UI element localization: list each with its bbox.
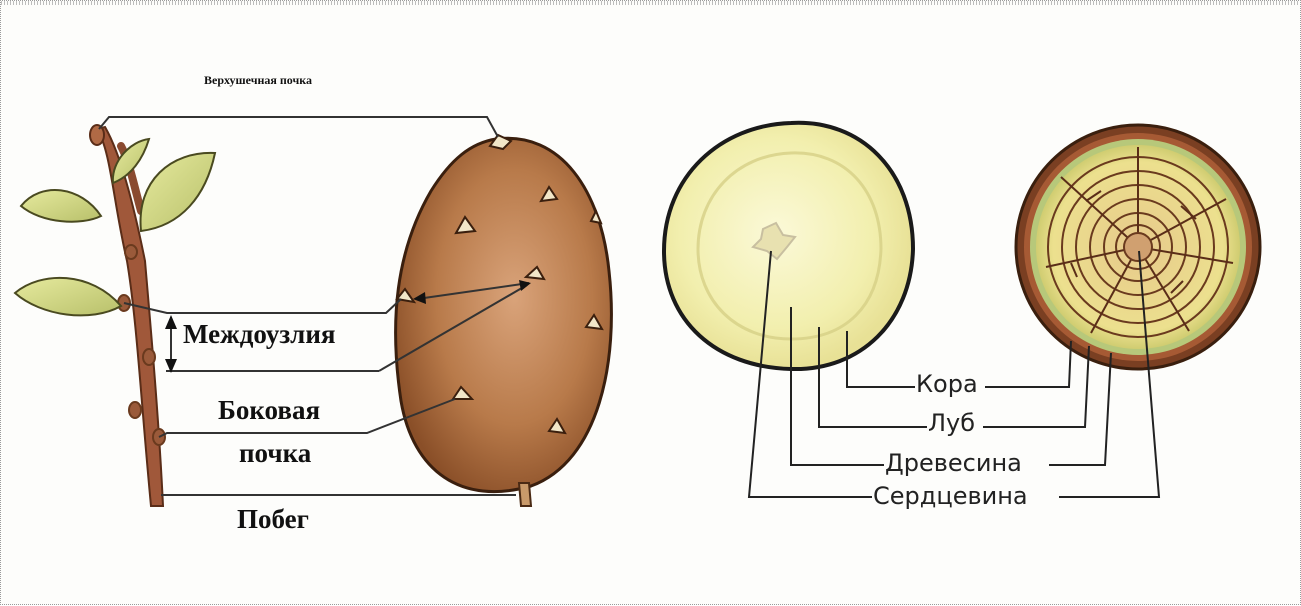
potato-tuber	[396, 135, 612, 506]
bast-label: Луб	[927, 410, 976, 436]
bark-label: Кора	[915, 371, 979, 397]
lateral-bud-label-line2: почка	[239, 438, 311, 469]
pith-label: Сердцевина	[872, 483, 1029, 509]
internodes-label: Междоузлия	[183, 319, 335, 350]
wood-label: Древесина	[884, 450, 1023, 476]
apical-bud-label: Верхушечная почка	[204, 73, 312, 88]
shoot-illustration	[15, 125, 215, 506]
shoot-label: Побег	[237, 504, 309, 535]
woody-stem-section	[1016, 125, 1260, 369]
lateral-bud-label-line1: Боковая	[218, 395, 320, 426]
young-stem-section	[664, 123, 913, 369]
